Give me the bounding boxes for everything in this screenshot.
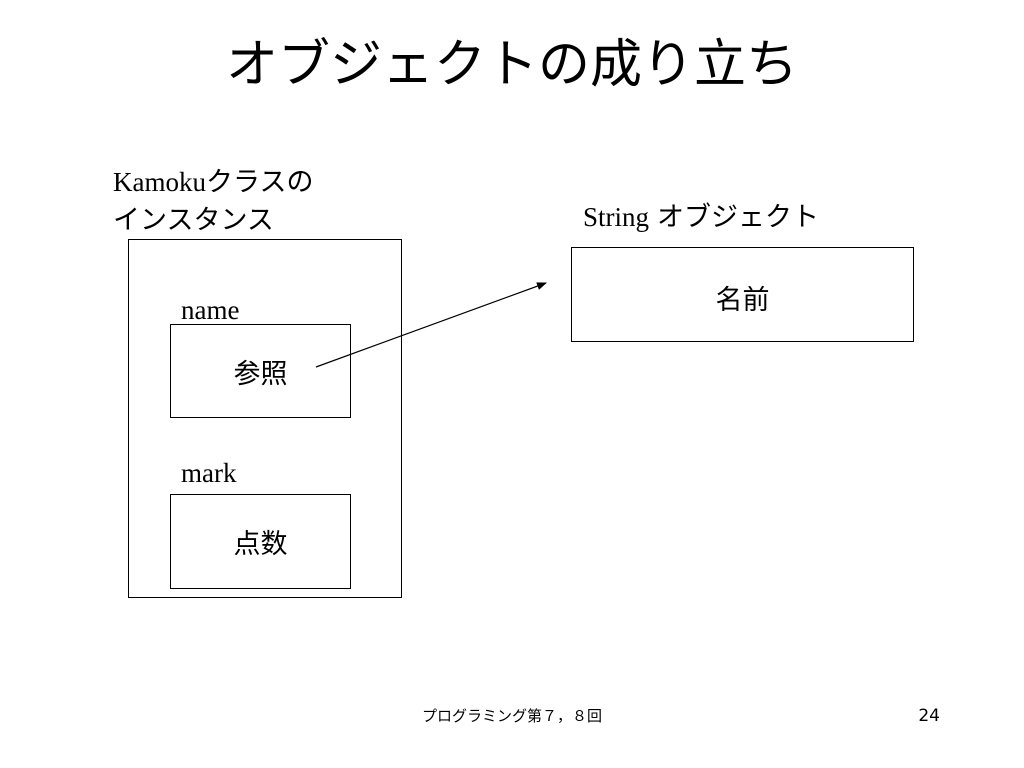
string-object-box: 名前	[571, 247, 914, 342]
page-number: 24	[918, 706, 940, 726]
string-caption-jp: オブジェクト	[657, 202, 820, 233]
instance-caption: Kamokuクラスの インスタンス	[113, 163, 313, 240]
string-class-name: String	[583, 202, 650, 232]
field-label-mark: mark	[181, 458, 237, 488]
field-box-name: 参照	[170, 324, 351, 418]
field-value-mark: 点数	[233, 529, 288, 560]
instance-caption-line1: クラスの	[205, 167, 314, 198]
field-value-name: 参照	[233, 358, 288, 390]
instance-class-name: Kamoku	[113, 167, 206, 197]
instance-caption-line2: インスタンス	[113, 205, 274, 236]
slide-title: オブジェクトの成り立ち	[225, 35, 798, 95]
field-label-name: name	[181, 295, 240, 325]
field-box-mark: 点数	[170, 494, 351, 589]
slide-footer: プログラミング第７，８回	[421, 707, 602, 725]
string-object-value: 名前	[715, 285, 770, 316]
